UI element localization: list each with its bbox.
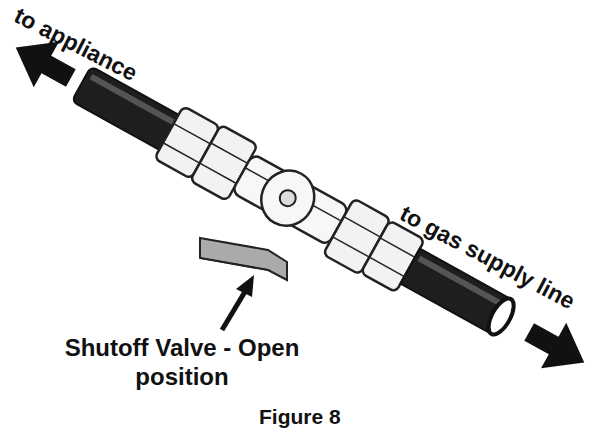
leader-arrowhead — [236, 275, 254, 297]
valve-handle — [200, 238, 287, 280]
flow-arrow — [517, 309, 597, 385]
figure-caption: Figure 8 — [259, 405, 341, 429]
valve-label: Shutoff Valve - Open position — [62, 334, 302, 392]
leader-line — [222, 290, 246, 330]
